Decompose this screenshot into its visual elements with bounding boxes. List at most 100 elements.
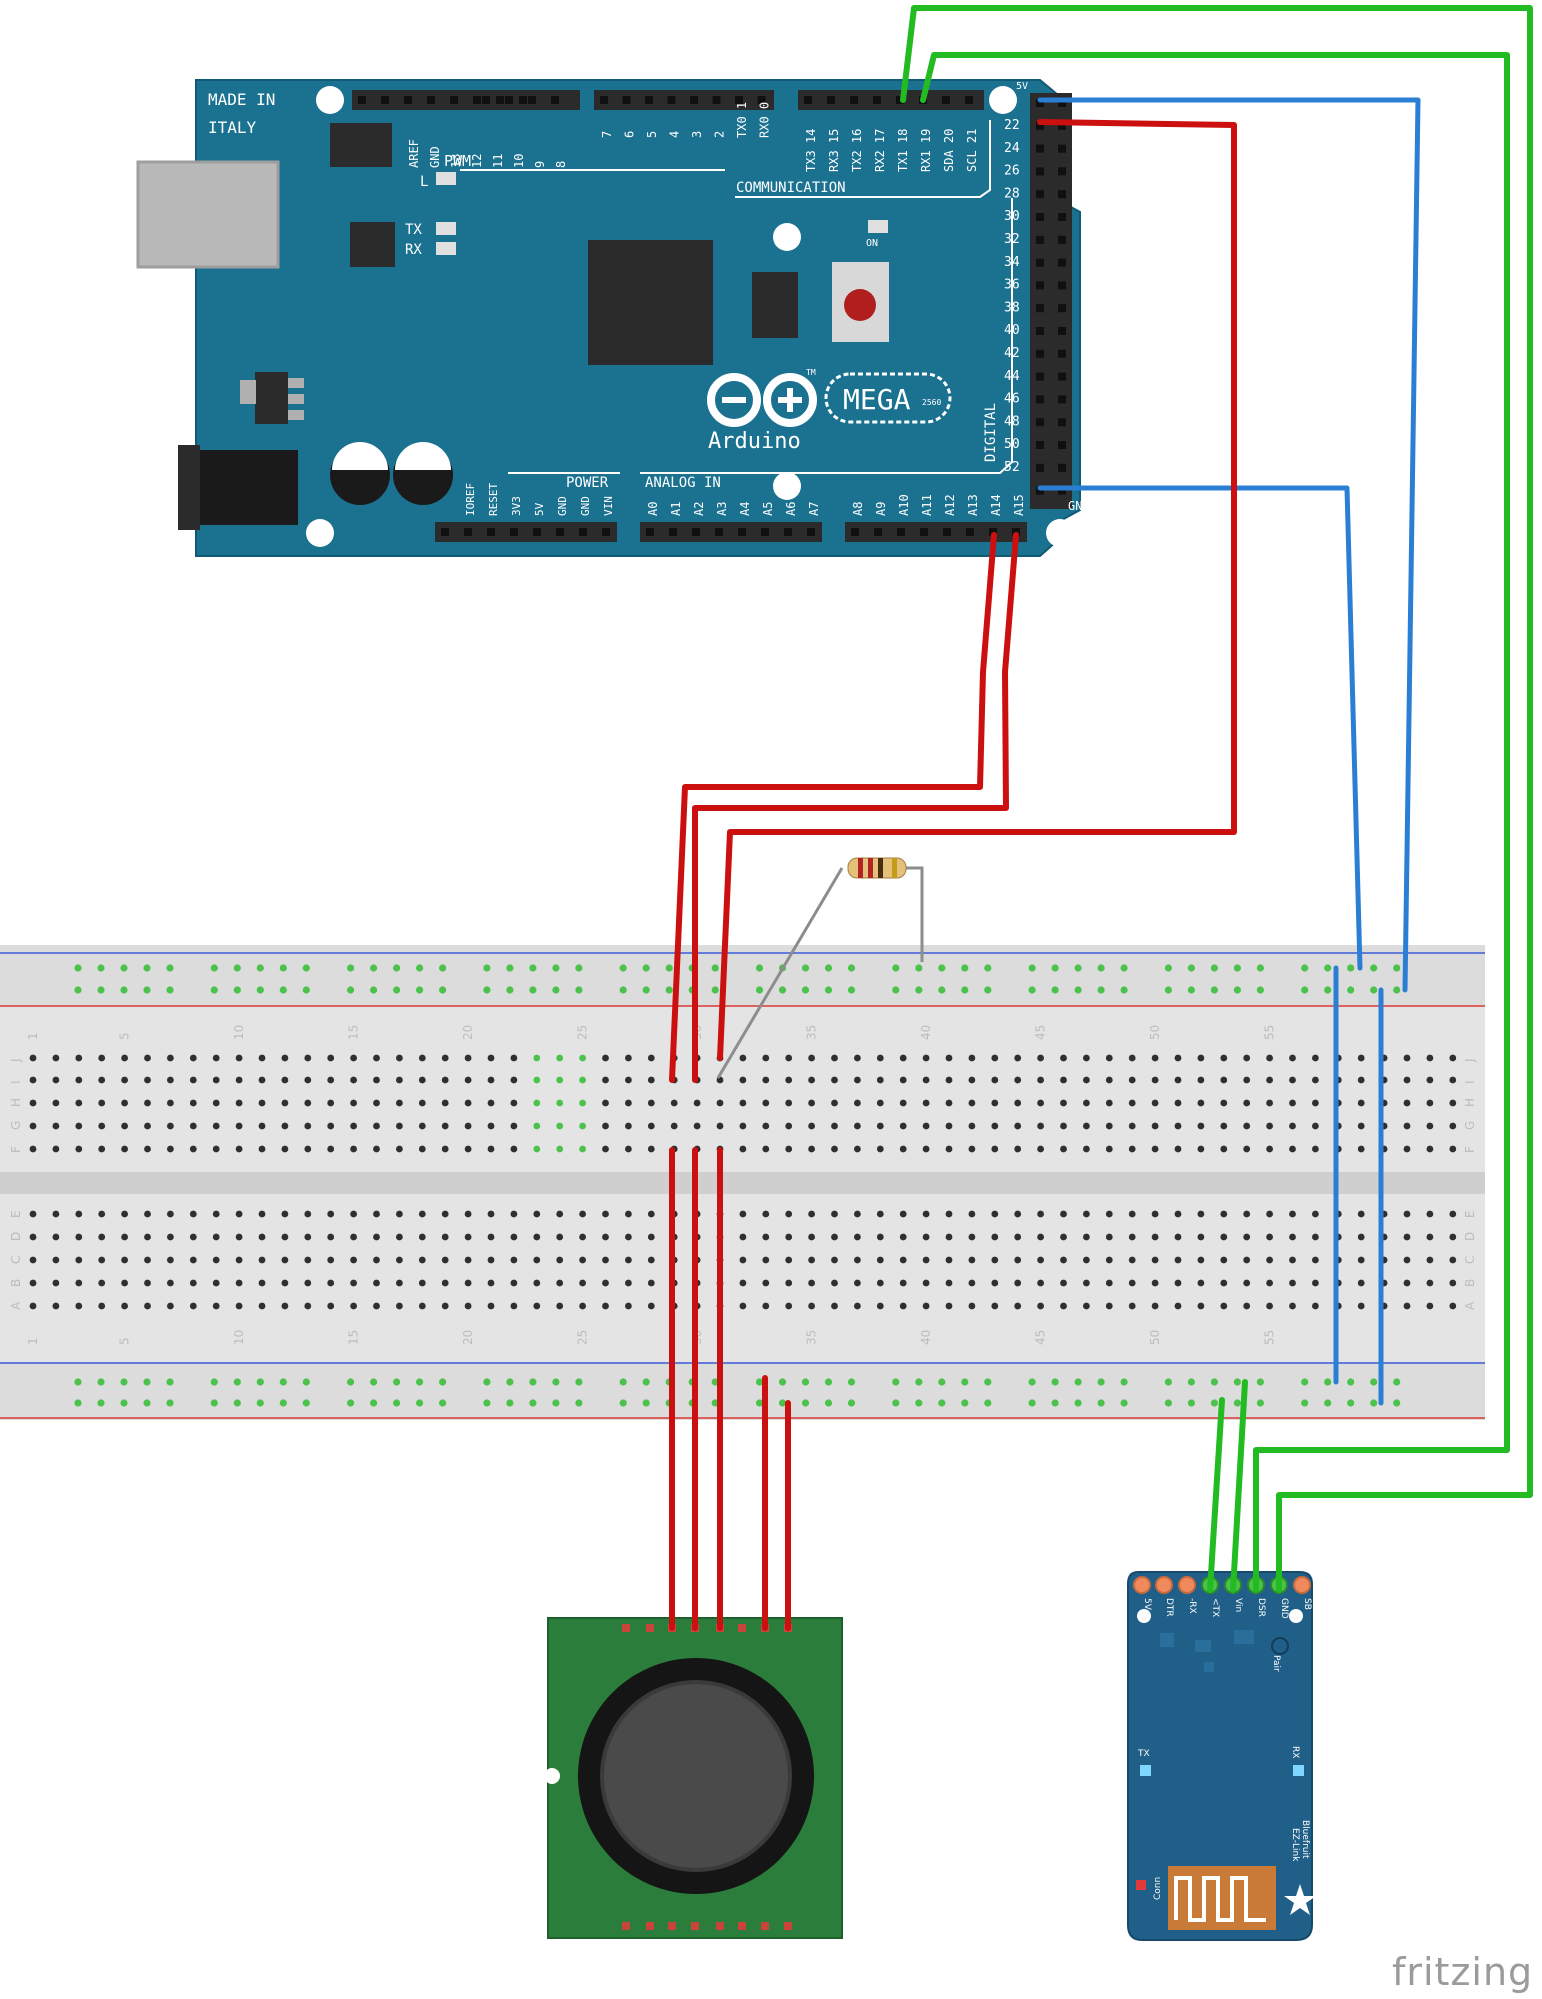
breadboard-hole <box>991 1279 999 1287</box>
row-letter: I <box>9 1080 23 1084</box>
header-pin <box>556 528 564 536</box>
breadboard-hole <box>350 1302 357 1310</box>
rail-hole <box>256 1378 264 1386</box>
breadboard-hole <box>831 1256 838 1264</box>
breadboard-hole <box>327 1210 335 1218</box>
breadboard-hole <box>1128 1054 1136 1062</box>
joystick-pad <box>691 1922 699 1930</box>
row-letter: E <box>9 1210 23 1218</box>
breadboard-hole <box>327 1233 335 1241</box>
header-pin <box>1036 372 1044 381</box>
breadboard-hole <box>327 1279 335 1287</box>
rail-hole <box>506 964 514 972</box>
rail-hole <box>1097 964 1105 972</box>
header-pin <box>1036 441 1044 449</box>
breadboard-hole <box>212 1099 220 1107</box>
breadboard-hole <box>1128 1302 1136 1310</box>
rail-hole <box>984 1399 992 1407</box>
rail-hole <box>938 964 946 972</box>
blue-wires <box>1037 97 1421 1406</box>
breadboard-hole <box>785 1302 793 1310</box>
rail-hole <box>143 1378 151 1386</box>
breadboard-hole <box>762 1210 770 1218</box>
header-pin <box>1036 99 1044 107</box>
breadboard-hole <box>1174 1122 1182 1130</box>
pin-gnd-label: GND <box>1068 499 1090 513</box>
breadboard-hole <box>808 1210 815 1218</box>
breadboard-hole <box>1060 1256 1067 1264</box>
rail-hole <box>256 986 264 994</box>
pin-label: A0 <box>646 502 660 516</box>
row-letter: A <box>9 1301 23 1310</box>
breadboard-hole <box>579 1145 586 1153</box>
pin-label: RX2 17 <box>873 129 887 172</box>
rail-hole <box>439 986 447 994</box>
column-number: 15 <box>347 1330 361 1345</box>
breadboard-hole <box>556 1210 564 1218</box>
breadboard-hole <box>258 1256 266 1264</box>
pin-label: A8 <box>851 502 865 516</box>
header-pin <box>712 96 721 104</box>
pin-label: 22 <box>1004 118 1020 133</box>
header-digital-double <box>1030 93 1072 509</box>
breadboard-hole <box>579 1279 586 1287</box>
header-pin <box>804 96 812 104</box>
rail-hole <box>233 964 241 972</box>
breadboard-hole <box>785 1099 793 1107</box>
rail-hole <box>1164 1399 1172 1407</box>
header-pin <box>1036 463 1044 472</box>
bluefruit-pcb <box>1127 1571 1313 1941</box>
breadboard-hole <box>831 1302 838 1310</box>
breadboard-hole <box>1037 1233 1044 1241</box>
pin-label: GND <box>556 496 569 516</box>
breadboard-hole <box>831 1145 838 1153</box>
breadboard-hole <box>1289 1256 1296 1264</box>
breadboard-hole <box>1174 1076 1182 1084</box>
breadboard-hole <box>167 1099 174 1107</box>
breadboard-hole <box>1403 1233 1411 1241</box>
breadboard-hole <box>625 1122 632 1130</box>
breadboard-hole <box>922 1122 930 1130</box>
rail-hole <box>210 1378 218 1386</box>
breadboard-hole <box>854 1302 861 1310</box>
breadboard-hole <box>1220 1099 1228 1107</box>
rail-hole <box>1120 986 1128 994</box>
rail-hole <box>801 986 810 994</box>
breadboard-hole <box>373 1210 380 1218</box>
breadboard-hole <box>922 1210 930 1218</box>
row-letter: F <box>9 1146 23 1153</box>
breadboard-hole <box>968 1302 976 1310</box>
breadboard-hole <box>1266 1054 1273 1062</box>
pin-label: RESET <box>487 483 500 516</box>
breadboard-hole <box>1357 1076 1365 1084</box>
breadboard-hole <box>1289 1122 1296 1130</box>
rail-hole <box>166 1378 174 1386</box>
bluefruit-pin-label: DTR <box>1164 1598 1174 1617</box>
pin-label: TX3 14 <box>804 129 818 172</box>
rail-hole <box>824 964 833 972</box>
breadboard-hole <box>418 1145 426 1153</box>
header-pin <box>450 96 458 104</box>
rail-hole <box>1051 1399 1059 1407</box>
breadboard-hole <box>1243 1256 1251 1264</box>
voltage-regulator <box>255 372 288 424</box>
rail-hole <box>233 986 241 994</box>
rail-hole <box>1233 964 1241 972</box>
pin-label: 51 <box>1082 437 1098 452</box>
header-pin <box>1036 144 1044 153</box>
header-pin <box>1036 190 1044 199</box>
breadboard-hole <box>876 1256 884 1264</box>
rail-hole <box>1370 1399 1378 1407</box>
rail-hole <box>506 1399 514 1407</box>
breadboard-hole <box>785 1256 793 1264</box>
breadboard-hole <box>922 1099 930 1107</box>
pin-label: 43 <box>1082 346 1098 361</box>
breadboard-hole <box>1243 1302 1251 1310</box>
pin-5v-label: 5V <box>1016 81 1028 92</box>
breadboard-hole <box>533 1256 541 1264</box>
breadboard-hole <box>304 1122 312 1130</box>
breadboard-hole <box>716 1076 724 1084</box>
rail-hole <box>439 1399 447 1407</box>
breadboard-hole <box>29 1233 37 1241</box>
rail-hole <box>1347 1399 1355 1407</box>
